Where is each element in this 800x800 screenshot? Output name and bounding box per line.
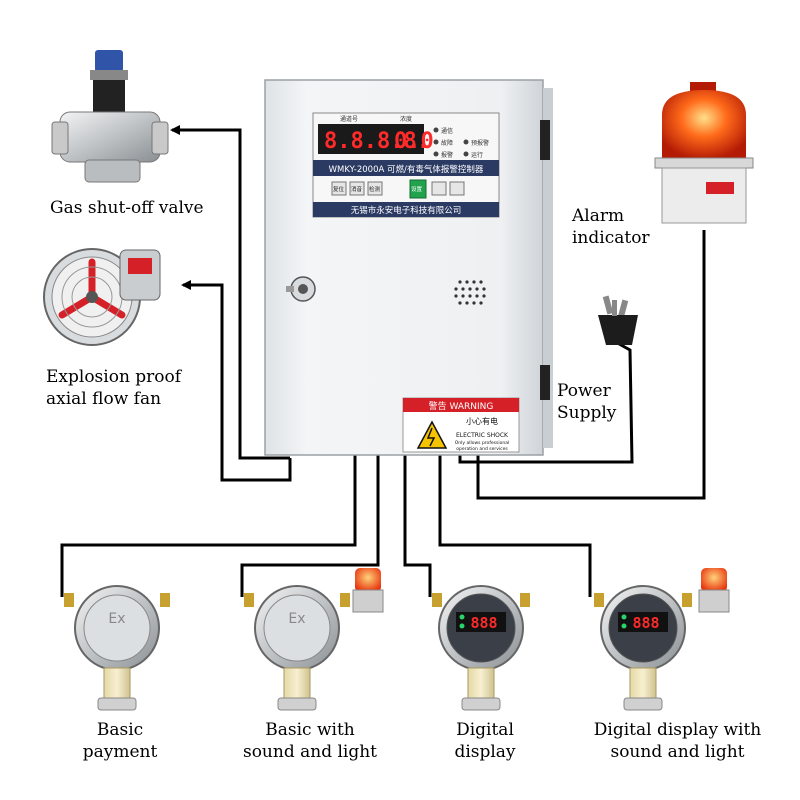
button-label-0: 复位: [333, 185, 345, 193]
warning-en1: ELECTRIC SHOCK: [456, 432, 509, 439]
small-alarm-lamp-icon: [352, 568, 384, 613]
led-label-3: 预报警: [471, 139, 489, 147]
wire-alarm: [476, 230, 706, 500]
detector-basic: Ex: [64, 585, 170, 711]
wire-detector-1: [60, 455, 357, 597]
warning-en2: Only allows professional: [455, 440, 509, 446]
label-detector-3-line1: Digital: [456, 720, 514, 740]
led-label-2: 报警: [441, 151, 453, 159]
detector-digital-sound-light: 888: [594, 568, 730, 711]
controller-display-digits: 8.8.8.8.: [324, 129, 430, 154]
warning-title: 警告 WARNING: [429, 400, 494, 412]
label-fan-line1: Explosion proof: [46, 367, 182, 387]
led-label-4: 运行: [471, 151, 483, 159]
label-detector-4-line2: sound and light: [610, 742, 745, 762]
detector-digital: 888: [432, 585, 530, 711]
label-detector-1-line2: payment: [82, 742, 158, 762]
label-detector-2-line1: Basic with: [265, 720, 355, 740]
controller-buttons: 复位 消音 检测 设置: [331, 179, 465, 199]
speaker-grille-icon: [454, 280, 486, 305]
gas-valve-icon: [51, 50, 169, 183]
label-power-line1: Power: [557, 381, 611, 401]
lock-icon: [286, 276, 316, 302]
led-label-1: 故障: [441, 139, 453, 147]
button-label-2: 检测: [369, 185, 381, 193]
led-label-0: 通信: [441, 127, 453, 135]
controller-company: 无锡市永安电子科技有限公司: [351, 205, 462, 216]
controller-header-left: 通道号: [340, 115, 358, 123]
digital-readout: 888: [470, 614, 497, 632]
wire-to-fan: [181, 280, 292, 482]
ex-mark: Ex: [108, 611, 125, 627]
status-leds: 通信 故障 报警 预报警 运行: [433, 127, 489, 159]
wire-to-valve: [170, 125, 290, 460]
label-fan-line2: axial flow fan: [46, 389, 162, 409]
controller-header-right: 浓度: [400, 115, 412, 123]
label-detector-3-line2: display: [454, 742, 516, 762]
controller-box: 8.8.8.8. 0.0 通道号 浓度 通信 故障 报警 预报警 运行 WMKY…: [264, 79, 553, 456]
warning-cn: 小心有电: [466, 416, 498, 426]
alarm-lamp-icon: [654, 82, 754, 224]
ex-mark: Ex: [288, 611, 305, 627]
label-power-line2: Supply: [557, 403, 617, 423]
digital-readout: 888: [632, 614, 659, 632]
button-label-3: 设置: [411, 185, 423, 193]
label-gas-valve: Gas shut-off valve: [50, 198, 204, 218]
wire-detector-4: [438, 455, 592, 597]
label-alarm-line1: Alarm: [572, 206, 625, 226]
controller-display-small: 0.0: [394, 129, 434, 154]
wire-detector-3: [403, 455, 432, 597]
detector-basic-sound-light: Ex: [244, 568, 384, 711]
label-detector-4-line1: Digital display with: [593, 720, 762, 740]
label-detector-2-line2: sound and light: [242, 742, 378, 762]
wire-power: [458, 338, 634, 464]
wires: [60, 125, 706, 597]
controller-model: WMKY-2000A 可燃/有毒气体报警控制器: [329, 164, 484, 175]
label-detector-1-line1: Basic: [96, 720, 144, 740]
button-label-1: 消音: [351, 185, 363, 193]
warning-sticker: 警告 WARNING 小心有电 ELECTRIC SHOCK Only allo…: [402, 397, 520, 453]
wire-detector-2: [240, 455, 380, 597]
axial-fan-icon: [43, 248, 161, 346]
label-alarm-line2: indicator: [572, 228, 650, 248]
small-alarm-lamp-icon: [698, 568, 730, 613]
power-plug-icon: [598, 295, 638, 345]
warning-en3: operation and services: [456, 446, 508, 452]
electric-shock-icon: [416, 420, 448, 449]
